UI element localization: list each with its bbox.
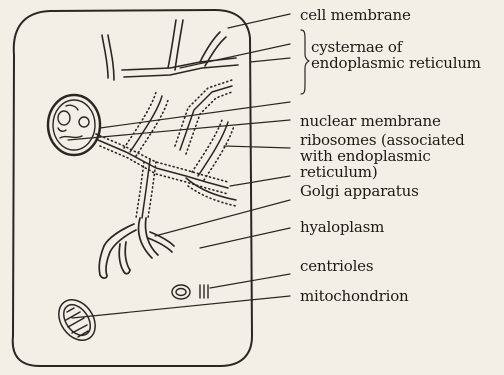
mitochondrion (51, 293, 102, 347)
label-cell-membrane: cell membrane (300, 7, 411, 23)
label-cysternae-line2: endoplasmic reticulum (311, 55, 481, 71)
label-ribosomes-line1: ribosomes (associated (300, 132, 465, 148)
label-ribosomes-line2: with endoplasmic (300, 148, 431, 164)
centrioles (172, 285, 208, 299)
label-ribosomes-line3: reticulum) (300, 164, 377, 180)
label-mitochondrion: mitochondrion (300, 288, 409, 304)
label-centrioles: centrioles (300, 258, 373, 274)
cysternae-bracket (301, 30, 309, 94)
leader-lines (68, 14, 290, 318)
rough-er-with-ribosomes (98, 86, 236, 218)
label-cysternae-line1: cysternae of (311, 39, 402, 55)
golgi-apparatus (99, 218, 174, 278)
endoplasmic-reticulum-cysternae (102, 20, 238, 80)
label-golgi-apparatus: Golgi apparatus (300, 183, 419, 199)
label-nuclear-membrane: nuclear membrane (300, 113, 441, 129)
cell-membrane-outline (13, 10, 252, 366)
label-hyaloplasm: hyaloplasm (300, 219, 384, 235)
nucleus (48, 95, 100, 155)
